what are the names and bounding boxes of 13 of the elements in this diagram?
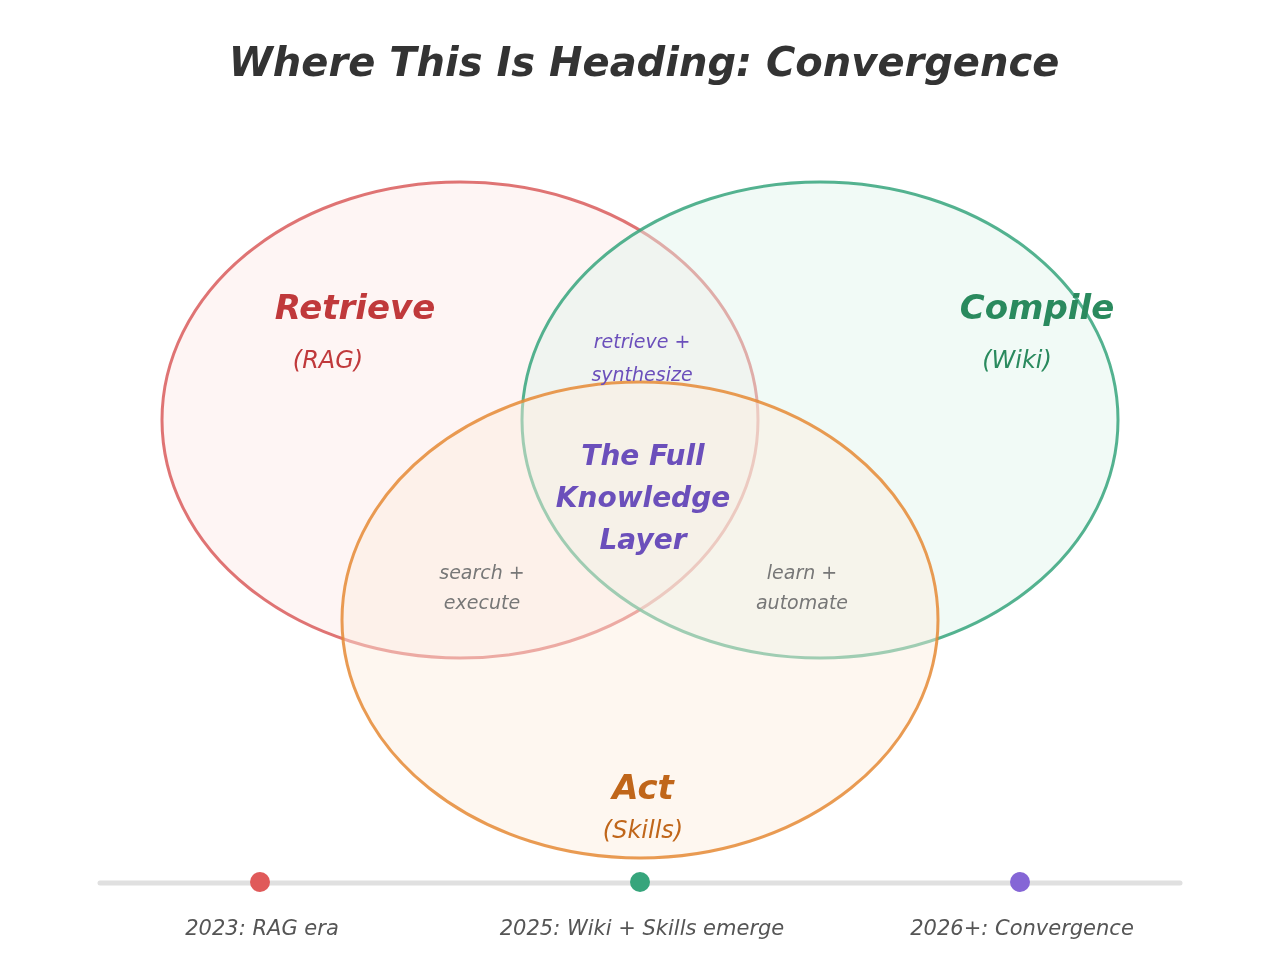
set-heading: Act [612, 767, 674, 807]
timeline-label: 2023: RAG era [185, 916, 339, 940]
overlap-label: search + execute [438, 560, 526, 615]
diagram-title: Where This Is Heading: Convergence [228, 39, 1060, 85]
timeline-label: 2025: Wiki + Skills emerge [499, 916, 785, 940]
overlap-label: learn + automate [754, 560, 850, 615]
set-subheading: (Skills) [602, 816, 684, 844]
overlap-label: retrieve + synthesize [590, 329, 694, 387]
set-subheading: (Wiki) [982, 346, 1052, 374]
timeline-label: 2026+: Convergence [910, 916, 1134, 940]
set-heading: Retrieve [274, 287, 436, 327]
center-label: The Full Knowledge Layer [554, 438, 732, 558]
set-subheading: (RAG) [292, 346, 364, 374]
